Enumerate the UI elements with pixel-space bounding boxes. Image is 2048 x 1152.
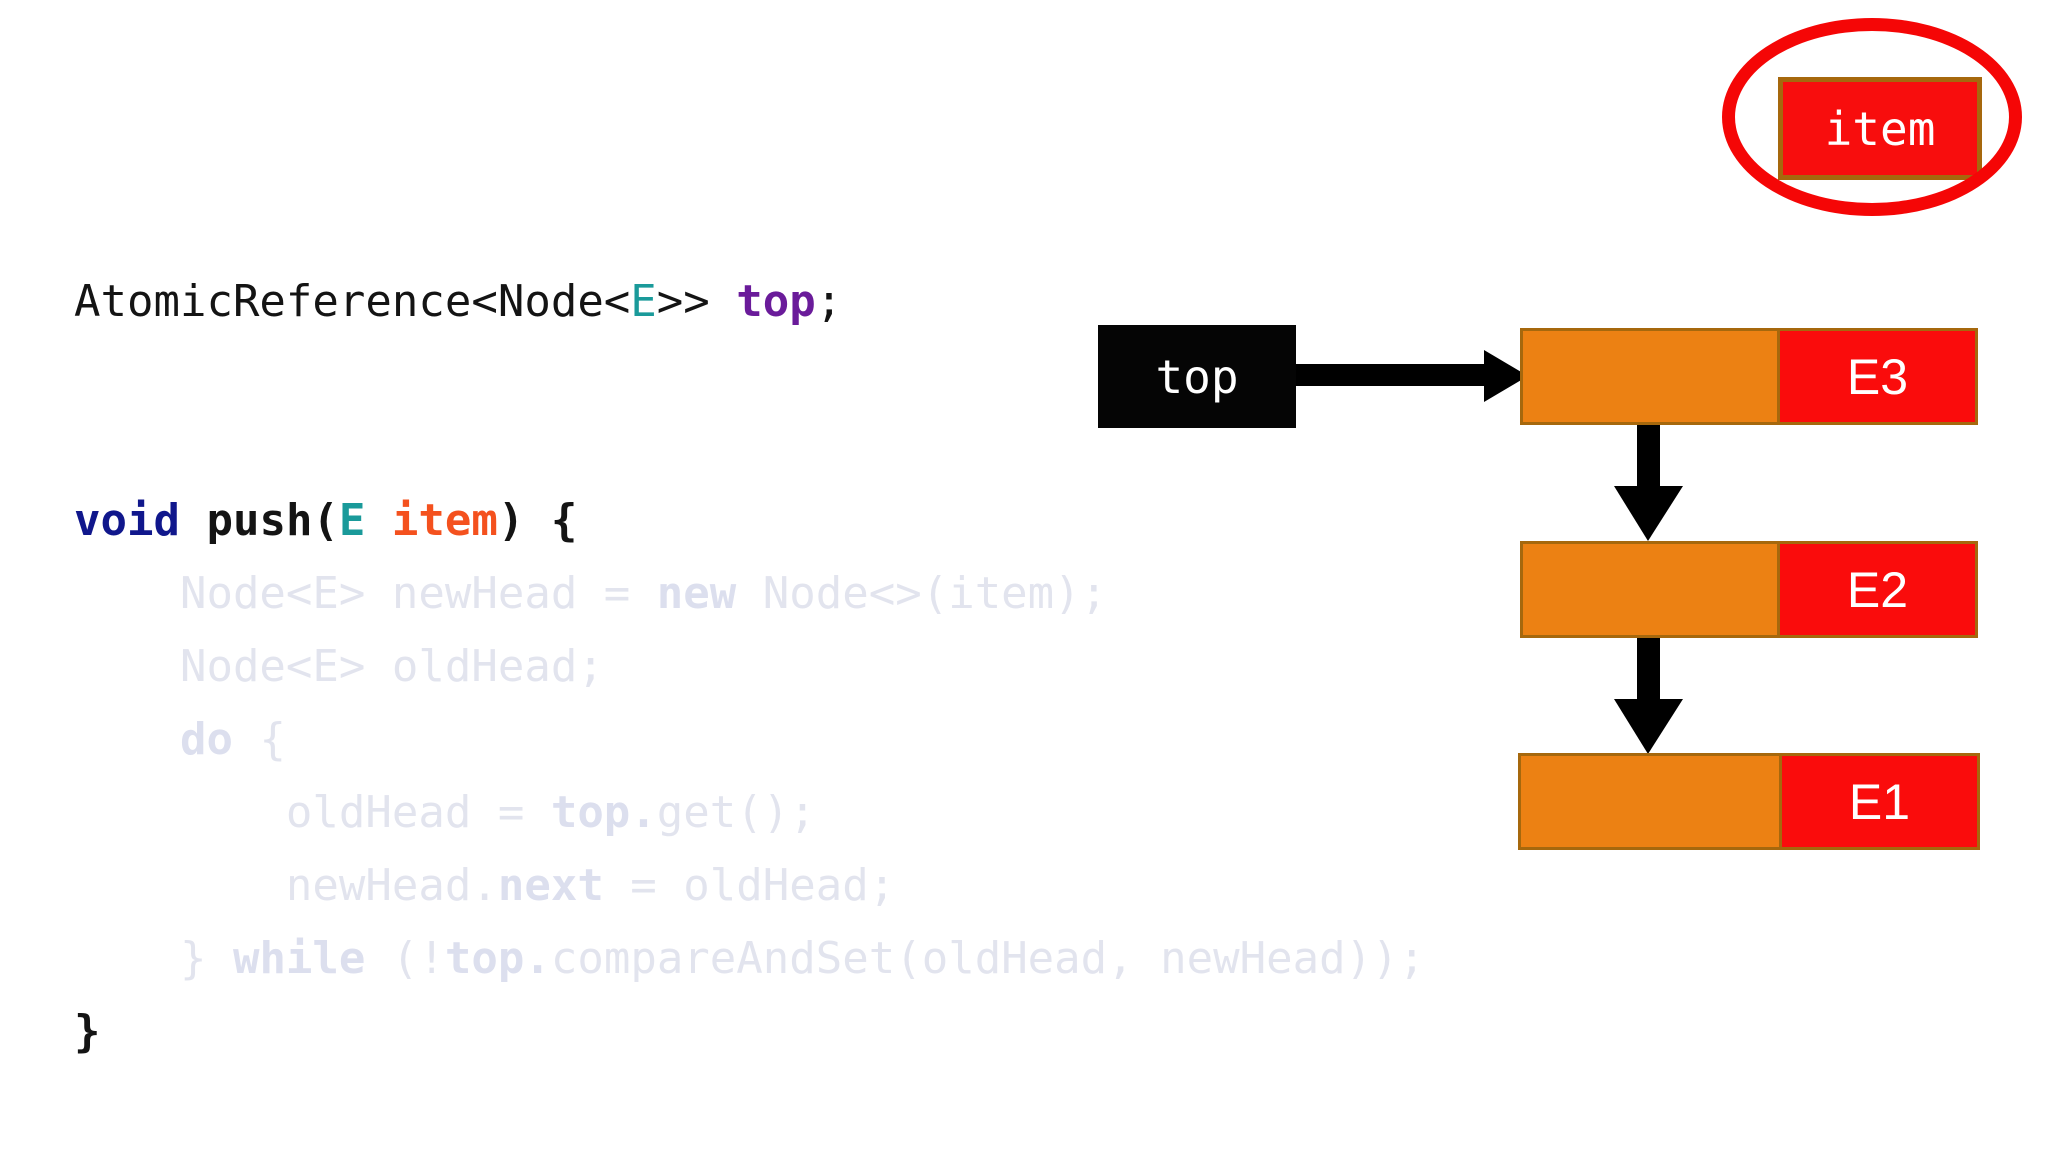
code-token: Node<E> oldHead; xyxy=(74,641,604,692)
list-node-e3: E3 xyxy=(1520,328,1978,425)
node-next-cell xyxy=(1521,756,1779,847)
code-token xyxy=(74,422,101,473)
code-token: AtomicReference<Node< xyxy=(74,276,631,327)
code-token: >> xyxy=(656,276,737,327)
code-token: ) { xyxy=(497,495,578,546)
code-token: } xyxy=(74,1006,101,1057)
line-push-signature: void push(E item) { xyxy=(74,484,1154,557)
line-oldhead-decl: Node<E> oldHead; xyxy=(74,630,1154,703)
code-token: top. xyxy=(550,787,657,838)
code-token: { xyxy=(232,714,286,765)
code-token: push( xyxy=(206,495,339,546)
code-token: new xyxy=(656,568,737,619)
line-blank-1 xyxy=(74,338,1154,411)
code-token: next xyxy=(497,860,604,911)
code-token: E xyxy=(630,276,657,327)
line-blank-2 xyxy=(74,411,1154,484)
code-block: AtomicReference<Node<E>> top; void push(… xyxy=(74,265,1425,1068)
code-token: void xyxy=(74,495,180,546)
node-value-label: E1 xyxy=(1848,773,1911,830)
code-token: Node<>(item); xyxy=(736,568,1108,619)
line-newhead: Node<E> newHead = new Node<>(item); xyxy=(74,557,1154,630)
top-pointer-label: top xyxy=(1155,349,1239,404)
code-token xyxy=(365,495,392,546)
list-node-e1: E1 xyxy=(1518,753,1980,850)
line-close-brace: } xyxy=(74,995,1154,1068)
code-token: newHead. xyxy=(74,860,498,911)
code-token: ; xyxy=(815,276,843,327)
item-box: item xyxy=(1778,77,1982,180)
node-next-cell xyxy=(1523,544,1777,635)
code-token: E xyxy=(338,495,366,546)
node-value-label: E3 xyxy=(1846,348,1909,405)
code-token: } xyxy=(74,933,233,984)
code-token: (! xyxy=(365,933,445,984)
node-value-cell: E3 xyxy=(1777,331,1975,422)
code-token: get(); xyxy=(656,787,816,838)
arrow-top-to-e3 xyxy=(1296,350,1528,402)
item-label: item xyxy=(1824,101,1936,156)
line-do: do { xyxy=(74,703,1154,776)
arrow-e2-to-e1 xyxy=(1614,637,1683,754)
arrow-e3-to-e2 xyxy=(1614,424,1683,541)
node-value-label: E2 xyxy=(1846,561,1909,618)
line-newhead-next: newHead.next = oldHead; xyxy=(74,849,1154,922)
code-token: compareAndSet(oldHead, newHead)); xyxy=(550,933,1426,984)
line-declaration: AtomicReference<Node<E>> top; xyxy=(74,265,1154,338)
highlight-ellipse xyxy=(1722,18,2022,216)
code-token: = oldHead; xyxy=(603,860,896,911)
code-token: top. xyxy=(444,933,551,984)
code-token xyxy=(74,349,101,400)
code-token xyxy=(180,495,207,546)
line-while-cas: } while (!top.compareAndSet(oldHead, new… xyxy=(74,922,1425,995)
node-next-cell xyxy=(1523,331,1777,422)
node-value-cell: E1 xyxy=(1779,756,1977,847)
list-node-e2: E2 xyxy=(1520,541,1978,638)
line-oldhead-get: oldHead = top.get(); xyxy=(74,776,1154,849)
code-token: while xyxy=(232,933,366,984)
code-token xyxy=(74,714,180,765)
code-token: item xyxy=(391,495,498,546)
code-token: do xyxy=(179,714,233,765)
code-token: Node<E> newHead = xyxy=(74,568,657,619)
node-value-cell: E2 xyxy=(1777,544,1975,635)
code-token: oldHead = xyxy=(74,787,551,838)
code-token: top xyxy=(736,276,816,327)
